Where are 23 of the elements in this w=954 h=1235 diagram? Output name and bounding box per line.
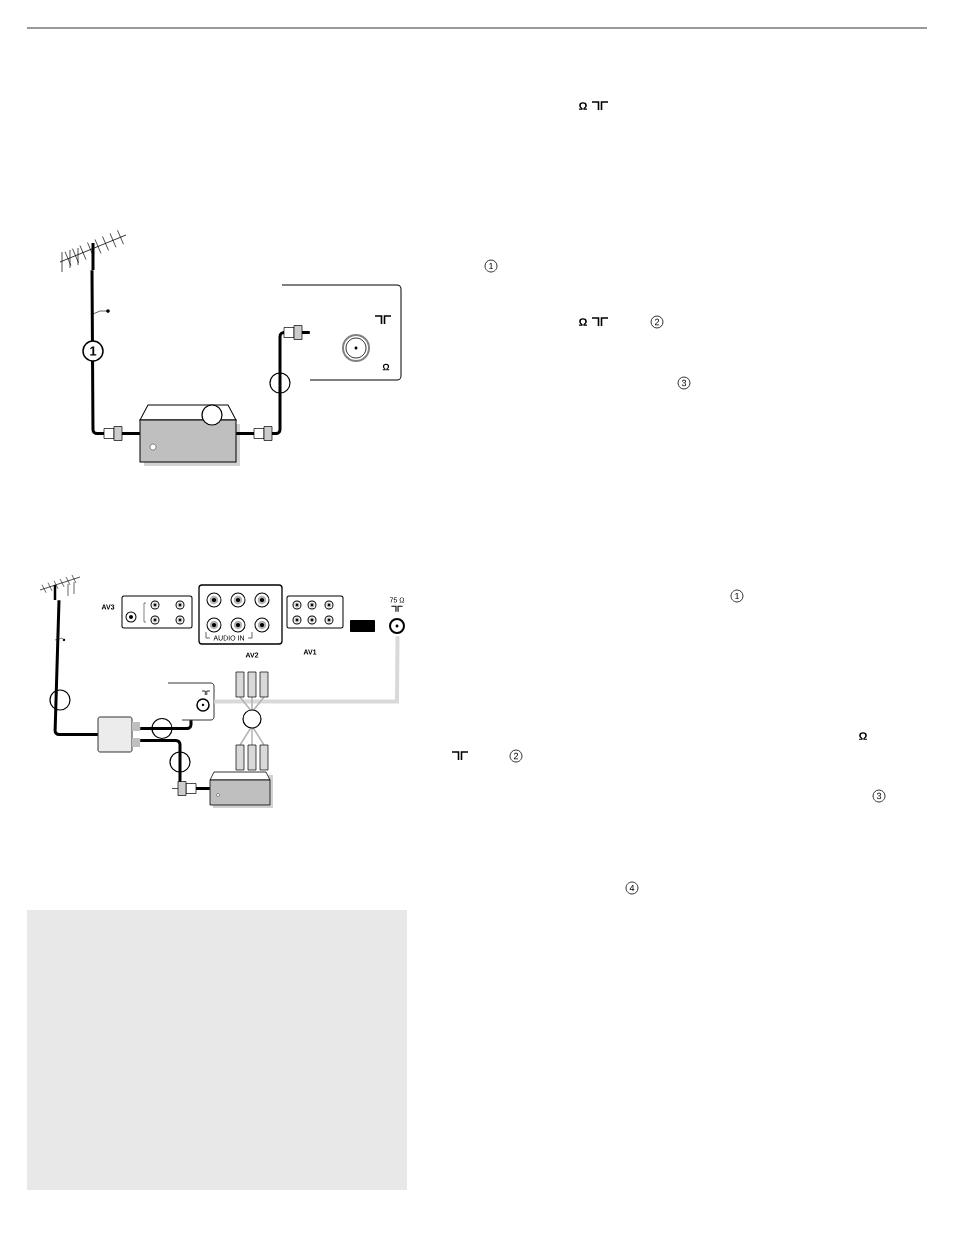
cable bbox=[53, 600, 98, 736]
receiver-box bbox=[139, 404, 240, 466]
ohm-symbol: Ω bbox=[579, 102, 587, 110]
cable bbox=[90, 270, 140, 441]
tv-panel bbox=[167, 682, 215, 721]
circled-number: 3 bbox=[872, 789, 886, 803]
cable bbox=[140, 720, 193, 730]
circled-number: 4 bbox=[625, 881, 639, 895]
circled-number: 3 bbox=[677, 376, 691, 390]
circled-number: 1 bbox=[730, 589, 744, 603]
ohm-symbol: Ω bbox=[859, 732, 867, 740]
cable bbox=[214, 636, 400, 704]
antenna-drawing bbox=[59, 229, 127, 273]
circled-number: 1 bbox=[484, 259, 498, 273]
circled-number: 2 bbox=[509, 749, 523, 763]
ohm-symbol: Ω bbox=[579, 318, 587, 326]
callout-number: 1 bbox=[82, 340, 104, 362]
antenna-drawing bbox=[39, 574, 81, 600]
recorder-box bbox=[209, 771, 273, 808]
tv-panel: Ω bbox=[281, 284, 402, 381]
circled-number: 2 bbox=[650, 315, 664, 329]
node-label: Ω bbox=[382, 363, 390, 371]
splitter-box bbox=[97, 716, 140, 753]
